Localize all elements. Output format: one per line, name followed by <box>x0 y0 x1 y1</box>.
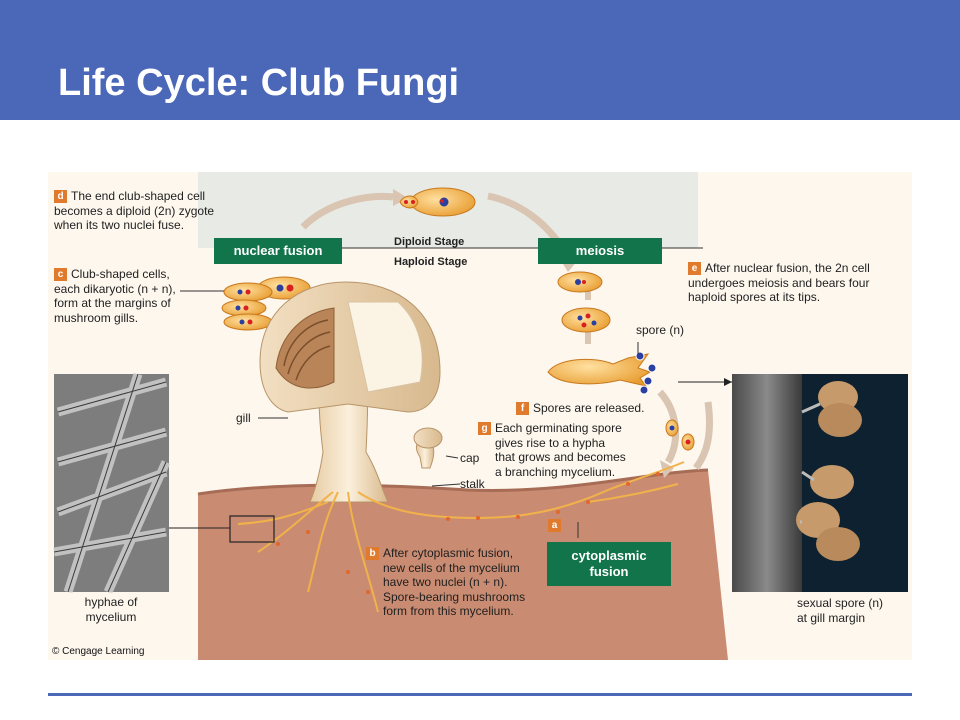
cytoplasmic-fusion-line2: fusion <box>589 564 629 579</box>
zygote-cell <box>399 187 476 217</box>
hyphae-caption: hyphae of mycelium <box>84 595 138 624</box>
haploid-stage-label: Haploid Stage <box>394 256 468 268</box>
mycelium <box>237 461 685 613</box>
credit-line: © Cengage Learning <box>52 646 145 657</box>
dikaryotic-cells <box>221 276 311 331</box>
slide-title: Life Cycle: Club Fungi <box>58 62 460 104</box>
cytoplasmic-fusion-box: cytoplasmic fusion <box>547 542 671 586</box>
bottom-rule <box>48 693 912 696</box>
zoom-box <box>229 515 275 543</box>
step-c-badge: c <box>54 268 67 281</box>
step-e-badge: e <box>688 262 701 275</box>
step-a-badge: a <box>548 519 561 532</box>
diploid-stage-label: Diploid Stage <box>394 236 465 248</box>
meiosis-cells <box>557 271 611 333</box>
nuclear-fusion-box: nuclear fusion <box>214 238 342 264</box>
step-g-badge: g <box>478 422 491 435</box>
step-f-badge: f <box>516 402 529 415</box>
title-bar <box>0 0 960 120</box>
step-d-badge: d <box>54 190 67 203</box>
gill-label: gill <box>236 411 251 425</box>
spore-label: spore (n) <box>636 323 685 337</box>
stalk-label: stalk <box>460 477 485 491</box>
step-a-caption: a <box>548 518 565 533</box>
life-cycle-figure: nuclear fusion meiosis cytoplasmic fusio… <box>48 172 912 660</box>
mushroom <box>259 281 441 503</box>
sexual-spore-caption: sexual spore (n) at gill margin <box>797 596 884 625</box>
basidium <box>547 351 695 451</box>
hyphae-micrograph <box>53 372 171 594</box>
cytoplasmic-fusion-line1: cytoplasmic <box>571 548 647 563</box>
small-mushroom <box>413 427 443 469</box>
soil <box>198 470 728 660</box>
cap-label: cap <box>460 451 480 465</box>
step-b-badge: b <box>366 547 379 560</box>
meiosis-box: meiosis <box>538 238 662 264</box>
spore-micrograph <box>732 374 908 592</box>
arrow-to-zygote <box>300 192 394 230</box>
